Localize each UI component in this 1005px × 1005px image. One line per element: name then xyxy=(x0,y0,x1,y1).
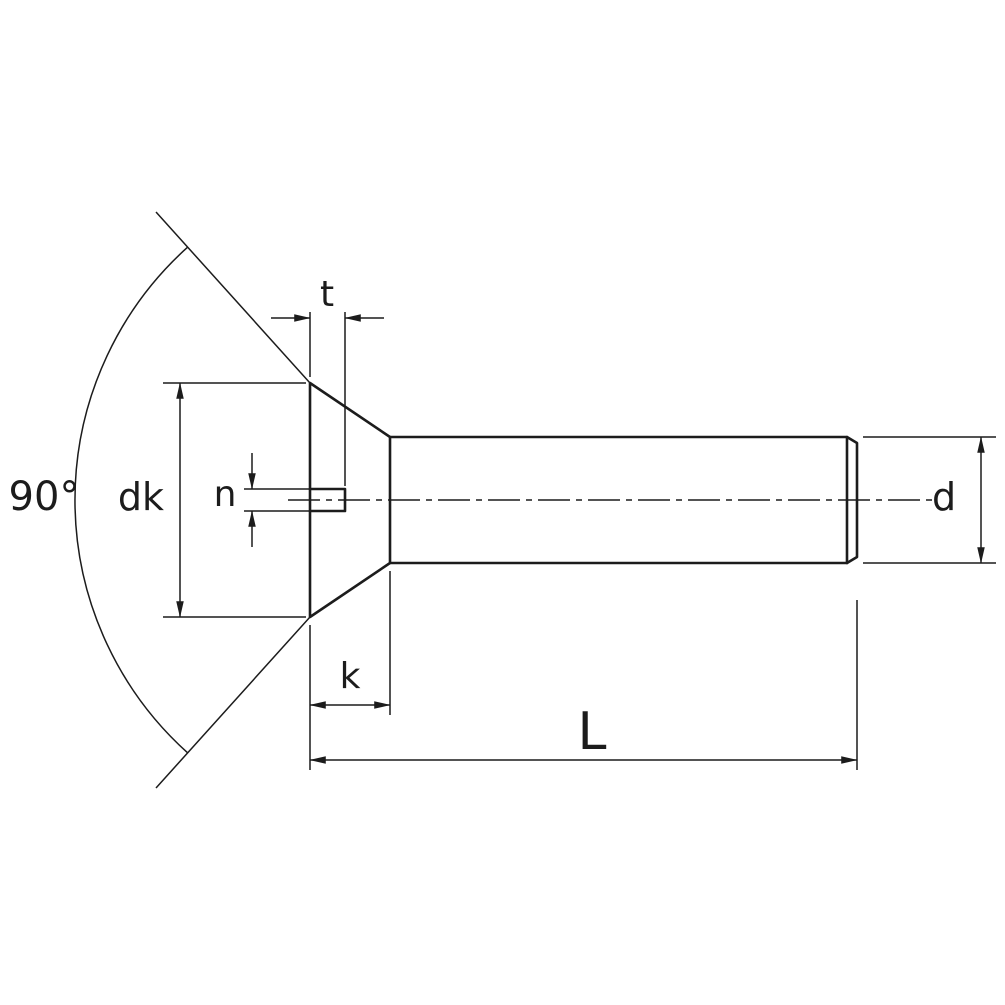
screw-head-outline xyxy=(308,381,392,619)
label-slot-depth: t xyxy=(320,274,334,315)
screw-shank-outline xyxy=(388,435,859,565)
dimension-labels: 90° dk n t k L d xyxy=(9,274,957,762)
dim-slot-width xyxy=(244,453,310,547)
dim-head-diameter xyxy=(163,382,306,618)
label-slot-width: n xyxy=(214,474,237,515)
dim-head-height xyxy=(309,571,391,770)
dim-shank-diameter xyxy=(863,436,996,564)
angle-arc xyxy=(74,246,189,754)
countersink-line-upper xyxy=(155,211,311,384)
label-angle: 90° xyxy=(9,474,80,520)
dim-length xyxy=(309,600,858,770)
dim-slot-depth xyxy=(271,312,384,486)
label-length: L xyxy=(578,702,607,762)
slot-profile xyxy=(308,487,347,513)
label-shank-diameter: d xyxy=(932,475,956,519)
countersink-line-lower xyxy=(155,616,311,789)
label-head-diameter: dk xyxy=(118,475,164,519)
countersink-construction-lines xyxy=(74,211,311,789)
label-head-height: k xyxy=(340,656,361,697)
screw-outline xyxy=(308,381,859,619)
